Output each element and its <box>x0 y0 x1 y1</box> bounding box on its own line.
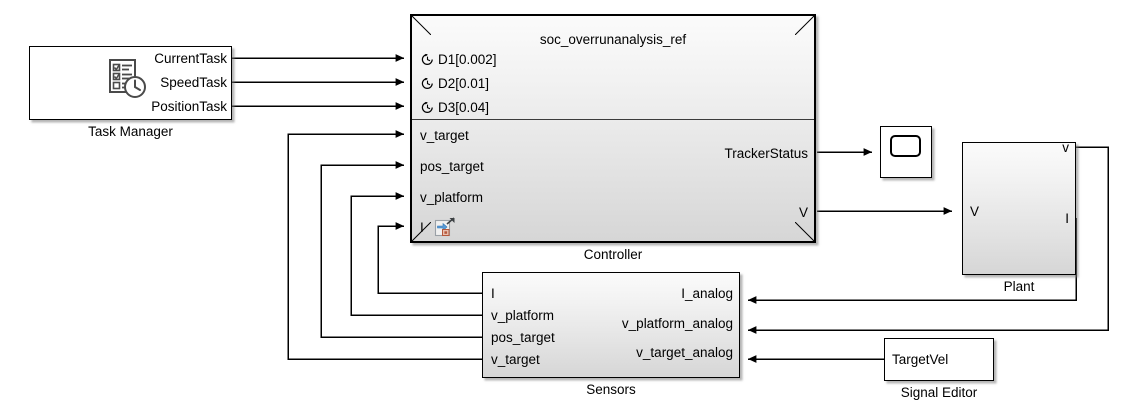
clock-icon <box>421 77 433 89</box>
controller-output-trackerstatus: TrackerStatus <box>724 146 808 161</box>
wire-sensors-vtarget-controller <box>287 130 483 360</box>
task-manager-output-currenttask: CurrentTask <box>154 51 227 66</box>
block-controller[interactable]: soc_overrunanalysis_ref D1[0.002] D2[0.0… <box>410 14 816 243</box>
wire-sensors-i-controller <box>377 222 483 294</box>
controller-rate-band-divider <box>412 119 814 120</box>
task-manager-label: Task Manager <box>88 124 173 139</box>
sensors-input-v-target: v_target <box>491 352 540 367</box>
task-manager-output-positiontask: PositionTask <box>151 99 227 114</box>
sensors-label: Sensors <box>586 382 636 397</box>
block-task-manager[interactable]: CurrentTask SpeedTask PositionTask <box>29 46 232 120</box>
wire-sensors-vplatform-controller <box>350 192 483 316</box>
controller-rate-port-d2: D2[0.01] <box>438 76 490 91</box>
signal-editor-signal-name: TargetVel <box>892 352 949 367</box>
task-manager-checklist-clock-icon <box>109 59 146 98</box>
controller-rate-port-d1: D1[0.002] <box>438 52 497 67</box>
block-scope[interactable] <box>880 126 932 178</box>
controller-model-title: soc_overrunanalysis_ref <box>539 32 687 47</box>
controller-input-v-target: v_target <box>420 128 469 143</box>
sensors-input-v-platform: v_platform <box>491 308 555 323</box>
clock-icon <box>421 101 433 113</box>
sensors-input-i: I <box>491 286 495 301</box>
signal-editor-label: Signal Editor <box>900 385 978 400</box>
controller-input-pos-target: pos_target <box>420 159 484 174</box>
wire-plant-i-sensors-ianalog <box>747 218 1077 304</box>
controller-input-v-platform: v_platform <box>420 190 484 205</box>
controller-rate-port-d3: D3[0.04] <box>438 100 490 115</box>
plant-output-v-lower: v <box>1062 140 1069 155</box>
sensors-input-pos-target: pos_target <box>491 330 555 345</box>
plant-input-v: V <box>970 204 980 219</box>
task-manager-output-speedtask: SpeedTask <box>160 75 227 90</box>
plant-label: Plant <box>1003 279 1035 294</box>
scope-icon <box>890 135 921 157</box>
plant-output-i: I <box>1065 211 1069 226</box>
model-ref-corner-bottom-right <box>795 222 814 241</box>
clock-icon <box>421 53 433 65</box>
sensors-port-v-platform-analog: v_platform_analog <box>621 316 733 331</box>
model-reference-badge-icon[interactable] <box>434 217 456 238</box>
controller-label: Controller <box>583 247 643 262</box>
block-signal-editor[interactable]: TargetVel <box>884 338 994 381</box>
sensors-port-v-target-analog: v_target_analog <box>636 345 733 360</box>
controller-input-i: I <box>420 220 424 235</box>
block-sensors[interactable]: I v_platform pos_target v_target I_analo… <box>482 272 740 378</box>
wire-sensors-postarget-controller <box>320 161 483 338</box>
controller-output-v: V <box>798 205 808 220</box>
sensors-port-i-analog: I_analog <box>681 286 733 301</box>
wire-plant-v-sensors-vplatformanalog <box>747 146 1109 334</box>
block-plant[interactable]: V v I <box>962 140 1076 275</box>
